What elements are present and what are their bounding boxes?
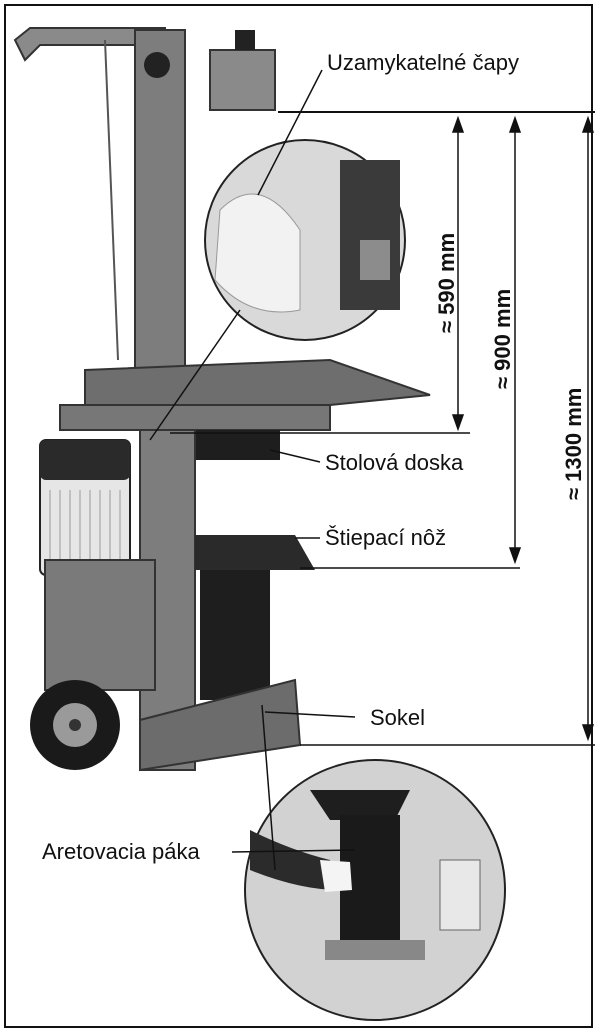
table-plate-label: Stolová doska xyxy=(325,450,464,475)
splitting-knife xyxy=(195,535,315,570)
locking-lever-label: Aretovacia páka xyxy=(42,839,200,864)
cylinder-head xyxy=(209,49,276,111)
dimension-900-label: ≈ 900 mm xyxy=(490,288,515,389)
handle-cable xyxy=(104,39,119,361)
dimension-1300-label: ≈ 1300 mm xyxy=(561,387,586,500)
tank-body xyxy=(44,559,156,691)
ram xyxy=(200,570,270,700)
locking-pins-label: Uzamykatelné čapy xyxy=(327,50,519,75)
top-bolt xyxy=(235,30,255,50)
splitting-knife-label: Štiepací nôž xyxy=(325,525,447,550)
inset-glove xyxy=(320,860,352,892)
inset-box xyxy=(439,859,481,931)
inset-base xyxy=(325,940,425,960)
inset-knife xyxy=(310,790,410,820)
inset-bracket xyxy=(360,240,390,280)
column-knob xyxy=(144,52,170,78)
main-column xyxy=(134,29,186,371)
upper-table xyxy=(84,358,431,412)
inset-dark-part xyxy=(340,160,400,310)
table-frame xyxy=(59,404,331,431)
motor-cap xyxy=(40,440,130,480)
dimension-590-label: ≈ 590 mm xyxy=(434,232,459,333)
base-label: Sokel xyxy=(370,705,426,730)
glove xyxy=(214,193,301,313)
